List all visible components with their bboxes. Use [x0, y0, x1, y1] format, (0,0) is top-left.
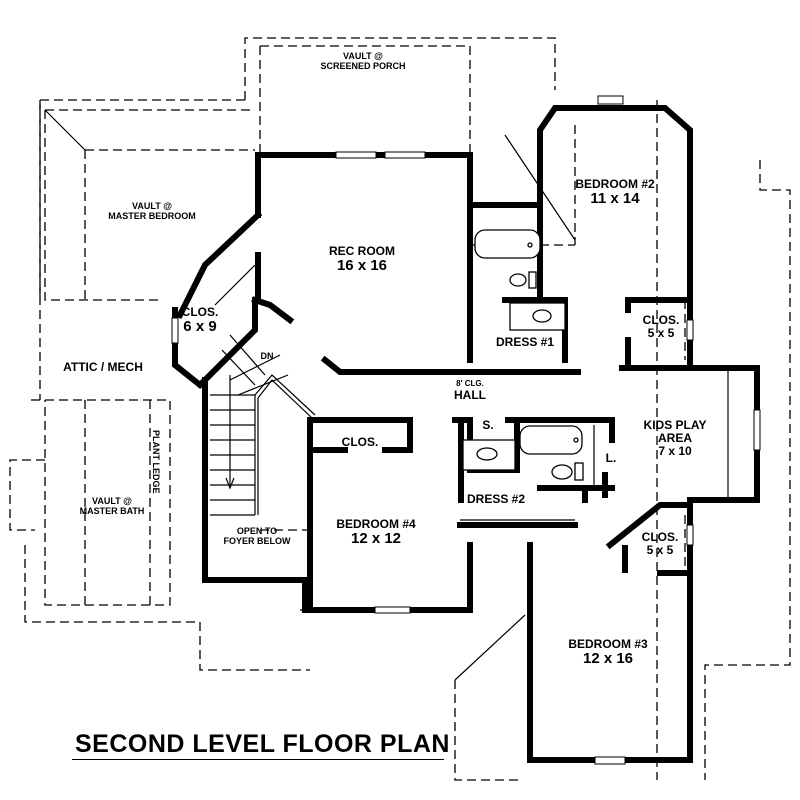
label-vault-master-bedroom: VAULT @MASTER BEDROOM — [108, 201, 196, 221]
label-stair-down: DN — [260, 351, 274, 361]
label-vault-screened-porch: VAULT @SCREENED PORCH — [320, 51, 406, 71]
label-linen-l: L. — [605, 451, 617, 465]
label-vault-master-bath: VAULT @MASTER BATH — [79, 496, 145, 516]
label-closet-6x9: CLOS.6 x 9 — [181, 305, 219, 336]
label-linen-s: S. — [482, 418, 494, 432]
windows — [171, 95, 761, 765]
label-hall: 8' CLG.HALL — [454, 379, 486, 402]
bath-fixtures — [462, 229, 595, 485]
label-closet-bedroom-4: CLOS. — [341, 435, 379, 449]
lower-level-outline — [9, 37, 791, 781]
title-underline — [72, 759, 444, 760]
label-dress-2: DRESS #2 — [466, 492, 526, 506]
label-closet-upper: CLOS.5 x 5 — [642, 313, 680, 341]
label-plant-ledge: PLANT LEDGE — [151, 430, 161, 494]
staircase — [210, 264, 316, 516]
label-attic-mech: ATTIC / MECH — [63, 360, 143, 374]
label-dress-1: DRESS #1 — [495, 335, 555, 349]
plan-title: SECOND LEVEL FLOOR PLAN — [75, 730, 450, 758]
label-closet-lower: CLOS.5 x 5 — [641, 530, 679, 558]
